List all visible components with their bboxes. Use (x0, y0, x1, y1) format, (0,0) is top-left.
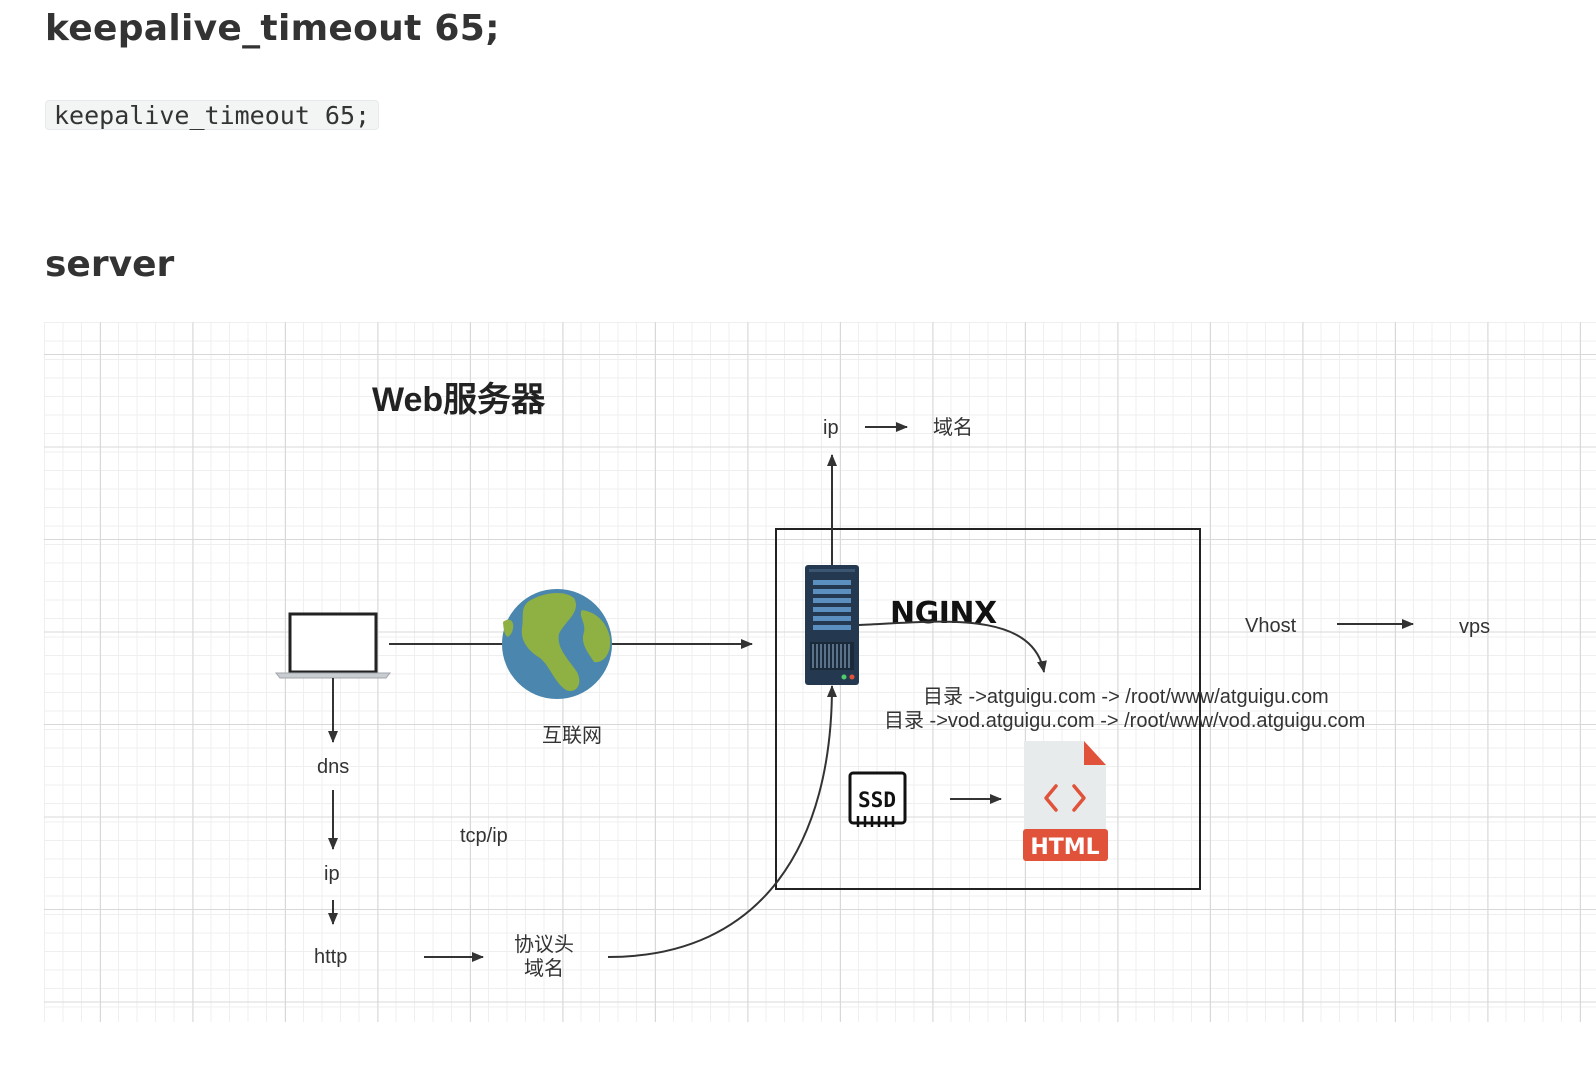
nginx-logo: NGINX (890, 596, 998, 631)
heading-server: server (45, 244, 175, 285)
tcpip-label: tcp/ip (460, 825, 508, 847)
ip-label-mid: ip (324, 863, 340, 885)
protocol-header-line1: 协议头 (514, 934, 574, 956)
server-rack-icon (805, 565, 859, 685)
vhost-label: Vhost (1245, 615, 1297, 637)
vps-label: vps (1459, 616, 1491, 638)
directory-line-1: 目录 ->atguigu.com -> /root/www/atguigu.co… (923, 686, 1329, 708)
ip-label-top: ip (823, 417, 839, 439)
protocol-header-label: 协议头 域名 (506, 933, 582, 981)
ssd-icon-text: SSD (858, 788, 896, 812)
http-label: http (314, 946, 348, 968)
ssd-icon: SSD (848, 771, 907, 827)
protocol-header-line2: 域名 (524, 958, 564, 980)
domain-label-top: 域名 (933, 417, 973, 439)
diagram-title: Web服务器 (372, 381, 546, 419)
laptop-icon (274, 612, 392, 679)
heading-keepalive: keepalive_timeout 65; (45, 8, 500, 49)
globe-icon (502, 589, 612, 699)
html-icon-text: HTML (1030, 835, 1099, 860)
diagram-canvas: NGINX SSD HTML (274, 422, 1414, 962)
web-server-diagram: NGINX SSD HTML Web服务器 ip (44, 322, 1596, 1022)
internet-label: 互联网 (542, 725, 602, 747)
header-to-server-curve (607, 685, 837, 958)
nginx-to-dirs-curve (858, 620, 1047, 673)
server-box (775, 528, 1201, 890)
html-file-icon: HTML (1023, 741, 1108, 861)
nginx-logo-text: NGINX (890, 596, 997, 631)
dns-label: dns (317, 756, 350, 778)
directory-line-2: 目录 ->vod.atguigu.com -> /root/www/vod.at… (884, 710, 1366, 732)
code-snippet: keepalive_timeout 65; (45, 100, 380, 130)
